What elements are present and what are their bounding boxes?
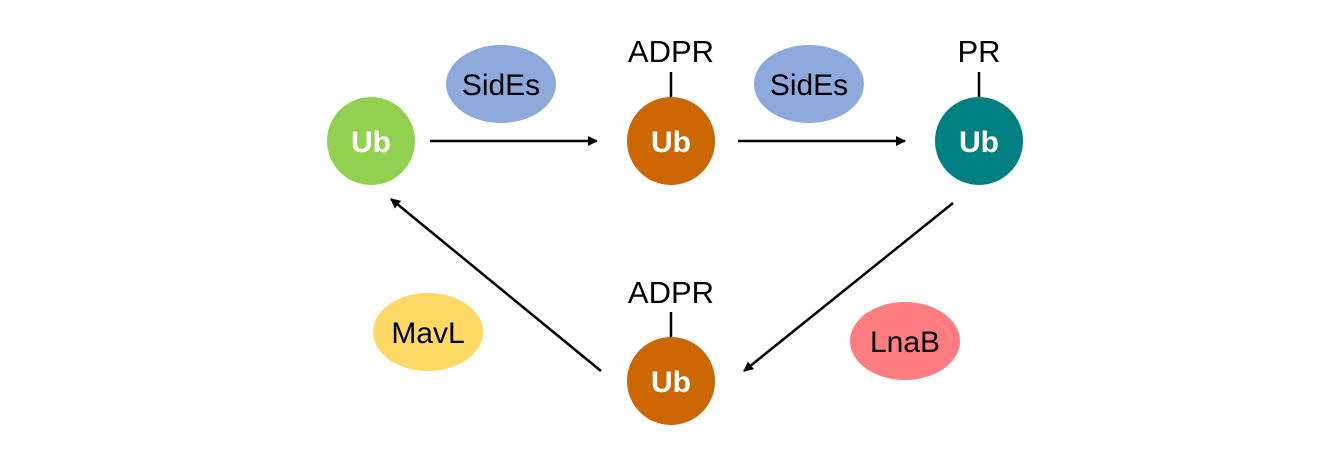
ub-node-plain: Ub [327, 97, 415, 185]
sides-ellipse [754, 45, 864, 123]
ub-label: Ub [651, 366, 691, 399]
enzyme-mavl: MavL [373, 293, 483, 371]
lnab-ellipse [850, 302, 960, 380]
ub-circle [935, 97, 1023, 185]
enzyme-sides-2: SidEs [754, 45, 864, 123]
arrow-ub3-to-ub4 [743, 202, 954, 372]
lnab-label: LnaB [870, 326, 940, 359]
modification-label: ADPR [628, 34, 714, 69]
modification-label: ADPR [628, 275, 714, 310]
sides-label: SidEs [462, 69, 540, 102]
sides-label: SidEs [770, 69, 848, 102]
modification-label: PR [957, 34, 1000, 69]
mavl-ellipse [373, 293, 483, 371]
ub-label: Ub [651, 126, 691, 159]
ub-node-adpr-top: ADPR Ub [627, 34, 715, 185]
ub-label: Ub [351, 126, 391, 159]
mavl-label: MavL [391, 317, 464, 350]
ub-circle [327, 97, 415, 185]
ub-circle [627, 337, 715, 425]
enzyme-lnab: LnaB [850, 302, 960, 380]
ub-circle [627, 97, 715, 185]
sides-ellipse [446, 45, 556, 123]
ub-node-adpr-bottom: ADPR Ub [627, 275, 715, 425]
ub-label: Ub [959, 126, 999, 159]
enzyme-sides-1: SidEs [446, 45, 556, 123]
arrow-ub4-to-ub1 [390, 198, 602, 372]
ub-node-pr: PR Ub [935, 34, 1023, 185]
